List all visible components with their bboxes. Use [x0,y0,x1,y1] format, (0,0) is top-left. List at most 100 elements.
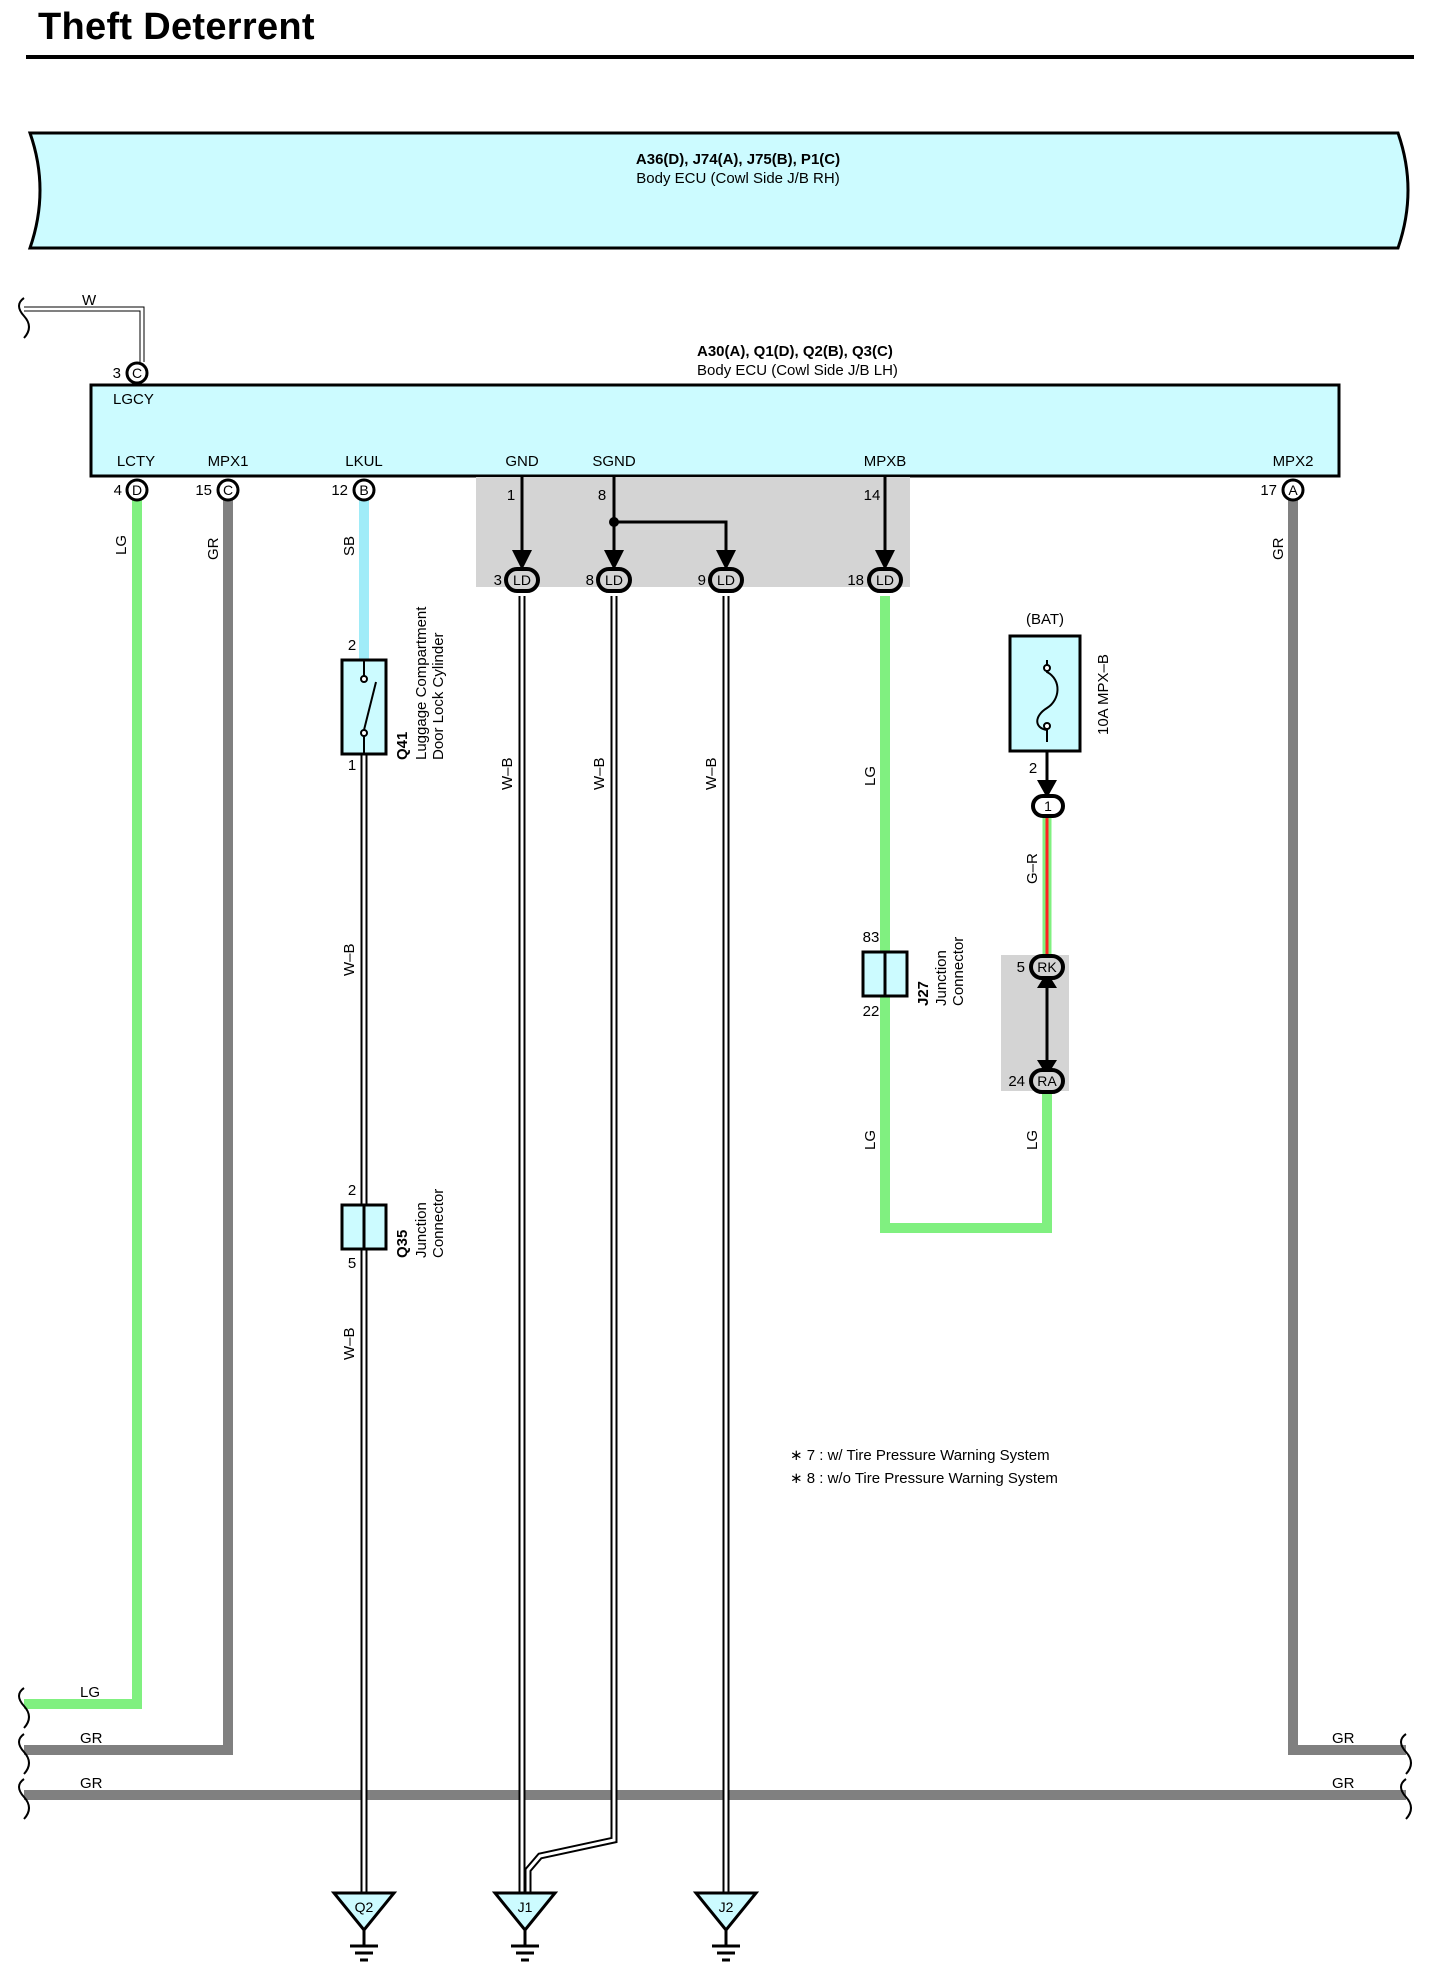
pin-num-lkul: 12 [331,482,348,499]
wire-label-fuse: G–R [1024,853,1041,884]
q41-pin-top: 2 [348,637,356,654]
wire-label-mpxb-2: LG [862,1130,879,1150]
pin-name-lgcy: LGCY [113,391,154,408]
wire-label-lkul: SB [341,536,358,556]
pin-letter-lkul: B [359,482,368,498]
pin-letter-lcty: D [132,482,142,498]
wire-label-ra: LG [1024,1130,1041,1150]
offpage-label-gr-3: GR [1332,1730,1355,1747]
switch-icon [360,660,377,754]
wire-label-ld9: W–B [703,757,720,790]
w-wire-inner [24,307,144,362]
wire-mpx1-gr [24,490,233,1755]
wb-wires [360,596,730,1896]
ecu-lh-connectors: A30(A), Q1(D), Q2(B), Q3(C) [697,343,893,360]
fuse-arrow [1037,780,1057,798]
j27-line2: Connector [950,937,967,1006]
ld-conn-3 [504,567,540,593]
pin-name-sgnd: SGND [592,453,636,470]
wire-label-mpxb: LG [862,766,879,786]
offpage-breaks [18,1687,1412,1820]
title-rule [26,55,1414,59]
wire-lcty-lg [24,490,142,1709]
wire-label-lkul-2: W–B [341,943,358,976]
fuse-pin: 2 [1029,760,1037,777]
w-wire-break [18,297,30,339]
ecu-rh-banner [27,131,1410,250]
ecu-rh-connectors: A36(D), J74(A), J75(B), P1(C) [636,151,840,168]
offpage-label-lg: LG [80,1684,100,1701]
fuse-name: 10A MPX–B [1095,654,1112,735]
ld-num-8: 8 [586,572,594,589]
q41-line1: Luggage Compartment [413,606,430,760]
note-8: ∗ 8 : w/o Tire Pressure Warning System [790,1470,1058,1487]
note-7: ∗ 7 : w/ Tire Pressure Warning System [790,1447,1050,1464]
ground-icon-label-j2: J2 [719,1899,734,1915]
ground-icon-label-q2: Q2 [355,1899,374,1915]
pin-a-mpx2 [1281,478,1305,502]
rk-num: 5 [1017,959,1025,976]
ld-num-9: 9 [698,572,706,589]
pin-num-mpx1: 15 [195,482,212,499]
pin-name-lkul: LKUL [345,453,383,470]
ra-num: 24 [1008,1073,1025,1090]
pin-c-mpx1 [216,478,240,502]
ld-conn-18 [867,567,903,593]
j27-pin-top: 83 [863,929,880,946]
pin-num-gnd: 1 [507,487,515,504]
ecu-lh-box [89,383,1341,478]
wire-label-lcty: LG [113,535,130,555]
q35-code: Q35 [394,1230,411,1258]
offpage-label-gr-4: GR [1332,1775,1355,1792]
w-wire [24,306,145,362]
pin-name-gnd: GND [505,453,539,470]
wire-label-sgnd: W–B [591,757,608,790]
variant-shade [476,477,910,587]
pin-name-mpx2: MPX2 [1273,453,1314,470]
ld-conn-8 [596,567,632,593]
sgnd-junction-dot [609,517,619,527]
ground-j1 [491,1891,559,1962]
q35-pin-top: 2 [348,1182,356,1199]
q41-line2: Door Lock Cylinder [430,632,447,760]
wire-label-gnd: W–B [499,757,516,790]
j27-line1: Junction [933,950,950,1006]
ra-conn [1029,1068,1065,1094]
fuse-terminal-top [1043,664,1051,672]
wire-label-mpx1: GR [205,537,222,560]
pin-letter-c-top: C [132,365,142,381]
pin-num-lgcy: 3 [113,365,121,382]
pin-num-lcty: 4 [114,482,122,499]
pin-name-lcty: LCTY [117,453,155,470]
pin-b-lkul [352,478,376,502]
pin-c-top [125,361,149,385]
j27-pin-bottom: 22 [863,1003,880,1020]
offpage-label-gr-1: GR [80,1730,103,1747]
ground-icon-label-j1: J1 [518,1899,533,1915]
fuse-terminal-bottom [1043,722,1051,730]
pin-num-mpx2: 17 [1260,482,1277,499]
pin-num-sgnd: 8 [598,487,606,504]
ld-label-3: LD [513,572,531,588]
wire-label-mpx2: GR [1270,537,1287,560]
ecu-rh-name: Body ECU (Cowl Side J/B RH) [636,170,839,187]
q41-pin-bottom: 1 [348,757,356,774]
wire-label-lkul-3: W–B [341,1327,358,1360]
page-title: Theft Deterrent [38,6,315,48]
q35-line1: Junction [413,1202,430,1258]
fuse-conn [1031,794,1065,818]
rk-conn [1029,954,1065,980]
ld-label-9: LD [717,572,735,588]
wire-mpxb-lg [880,596,1052,1233]
pin-d-lcty [125,478,149,502]
pin-name-mpx1: MPX1 [208,453,249,470]
fuse-source: (BAT) [1026,611,1064,628]
pin-letter-mpx1: C [223,482,233,498]
ground-q2 [330,1891,398,1962]
ecu-lh-name: Body ECU (Cowl Side J/B LH) [697,362,898,379]
ld-num-3: 3 [494,572,502,589]
q35-pin-bottom: 5 [348,1255,356,1272]
arrowheads [512,550,895,570]
offpage-label-gr-2: GR [80,1775,103,1792]
ld-num-18: 18 [847,572,864,589]
